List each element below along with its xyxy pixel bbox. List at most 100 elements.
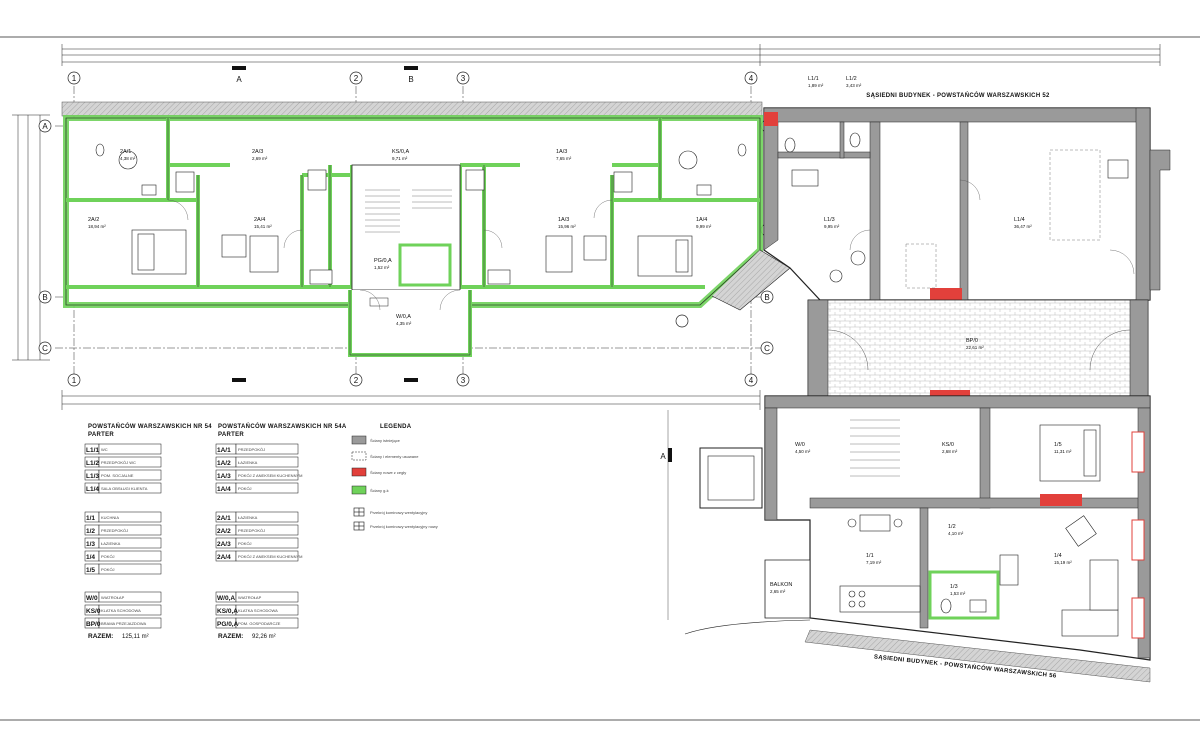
legend-swatch-new: [351, 467, 367, 477]
sched54-code: BP/0: [86, 621, 101, 628]
room-code: W/0: [795, 442, 805, 448]
neighbor-top-label: SĄSIEDNI BUDYNEK - POWSTAŃCÓW WARSZAWSKI…: [866, 91, 1050, 99]
sched54a-name: POM. GOSPODARCZE: [238, 621, 281, 626]
room-code: BALKON: [770, 582, 792, 588]
room-area: 1,89 m²: [808, 83, 824, 88]
schedule-54a-title: POWSTAŃCÓW WARSZAWSKICH NR 54A: [218, 422, 347, 430]
sched54-code: L1/1: [86, 447, 99, 454]
axis-label-4: 4: [749, 74, 754, 83]
room-code: 2A/3: [252, 149, 263, 155]
sched54-code: W/0: [86, 595, 98, 602]
room-area: 15,19 m²: [1054, 560, 1072, 565]
sched54a-code: 1A/2: [217, 460, 231, 467]
sched54-name: POKÓJ: [101, 554, 115, 559]
sched54a-name: ŁAZIENKA: [238, 515, 258, 520]
sched54a-name: ŁAZIENKA: [238, 460, 258, 465]
room-area: 4,10 m²: [948, 531, 964, 536]
room-area: 15,96 m²: [558, 224, 576, 229]
room-w0: W/04,50 m²: [795, 442, 811, 454]
sched54-code: 1/1: [86, 515, 95, 522]
room-1-5: 1/511,31 m²: [1054, 442, 1072, 454]
axis-label-c-right: C: [764, 344, 770, 353]
room-area: 1,52 m²: [374, 265, 390, 270]
legend-label: Ściany i elementy usuwane: [370, 454, 419, 459]
room-code: 1A/4: [696, 217, 707, 223]
room-bp0: BP/022,61 m²: [966, 338, 984, 350]
sched54a-code: 2A/3: [217, 541, 231, 548]
sched54-code: 1/3: [86, 541, 95, 548]
legend-label: Ściany nowe z cegły: [370, 470, 406, 475]
room-code: 1A/3: [558, 217, 569, 223]
section-markers: A B A: [232, 66, 672, 462]
sched54a-name: POKÓJ Z ANEKSEM KUCHENNYM: [238, 473, 302, 478]
sched54a-code: 2A/2: [217, 528, 231, 535]
room-code: 2A/1: [120, 149, 131, 155]
sched54-code: L1/4: [86, 486, 99, 493]
legend-swatch-removed: [351, 451, 367, 461]
room-code: PG/0,A: [374, 258, 392, 264]
room-2a1: 2A/14,38 m²: [120, 149, 136, 161]
top-dimensions: [61, 44, 1161, 66]
axis-label-4-bottom: 4: [749, 376, 754, 385]
room-code: 2A/2: [88, 217, 99, 223]
sched54-name: ŁAZIENKA: [101, 541, 121, 546]
sched54a-code: 1A/4: [217, 486, 231, 493]
room-area: 2,69 m²: [252, 156, 268, 161]
room-area: 9,95 m²: [824, 224, 840, 229]
sched54-name: KUCHNIA: [101, 515, 119, 520]
sched54-name: SALA OBSŁUGI KLIENTA: [101, 486, 148, 491]
room-area: 15,41 m²: [254, 224, 272, 229]
sched54-name: POM. SOCJALNE: [101, 473, 134, 478]
room-w0a: W/0,A4,35 m²: [396, 314, 412, 326]
axis-label-a: A: [42, 122, 48, 131]
axis-label-3: 3: [461, 74, 466, 83]
legend: LEGENDA Ściany istniejące Ściany i eleme…: [351, 424, 438, 531]
room-1-4: 1/415,19 m²: [1054, 553, 1072, 565]
room-code: 1/4: [1054, 553, 1062, 559]
axis-label-2-bottom: 2: [354, 376, 359, 385]
sched54-code: 1/4: [86, 554, 95, 561]
room-code: KS/0,A: [392, 149, 409, 155]
room-area: 9,99 m²: [696, 224, 712, 229]
room-1-2: 1/24,10 m²: [948, 524, 964, 536]
room-code: 1A/3: [556, 149, 567, 155]
sched54-name: WC: [101, 447, 108, 452]
room-area: 36,47 m²: [1014, 224, 1032, 229]
room-area: 2,68 m²: [942, 449, 958, 454]
axis-label-2: 2: [354, 74, 359, 83]
room-area: 22,61 m²: [966, 345, 984, 350]
building-54: [684, 107, 1171, 683]
room-1a4: 1A/49,99 m²: [696, 217, 712, 229]
sched54-name: WIATROŁAP: [101, 595, 125, 600]
legend-title: LEGENDA: [380, 424, 412, 430]
schedule-54-total-label: RAZEM:: [88, 633, 113, 640]
sched54a-code: 2A/4: [217, 554, 231, 561]
room-area: 7,65 m²: [556, 156, 572, 161]
room-code: BP/0: [966, 338, 978, 344]
legend-swatch-flue: [353, 507, 365, 517]
room-area: 7,19 m²: [866, 560, 882, 565]
sched54-name: POKÓJ: [101, 567, 115, 572]
axis-label-1-bottom: 1: [72, 376, 77, 385]
schedule-54-total-value: 125,11 m²: [122, 634, 149, 640]
sched54a-code: KS/0,A: [217, 608, 238, 615]
room-area: 3,43 m²: [846, 83, 862, 88]
sched54-code: 1/5: [86, 567, 95, 574]
sched54a-name: PRZEDPOKÓJ: [238, 447, 265, 452]
sched54a-code: 1A/1: [217, 447, 231, 454]
sched54a-name: POKÓJ: [238, 486, 252, 491]
room-area: 9,71 m²: [392, 156, 408, 161]
sched54a-code: PG/0,A: [217, 621, 239, 628]
legend-swatch-existing: [351, 435, 367, 445]
room-1-3: 1/31,53 m²: [950, 584, 966, 596]
room-labels: 2A/14,38 m² 2A/32,69 m² KS/0,A9,71 m² 1A…: [88, 76, 1072, 596]
schedule-54: POWSTAŃCÓW WARSZAWSKICH NR 54 PARTER L1/…: [84, 422, 212, 640]
room-1-1: 1/17,19 m²: [866, 553, 882, 565]
room-1a3: 1A/315,96 m²: [558, 217, 576, 229]
sched54a-name: POKÓJ Z ANEKSEM KUCHENNYM: [238, 554, 302, 559]
room-code: L1/4: [1014, 217, 1025, 223]
room-l12: L1/23,43 m²: [846, 76, 862, 88]
sched54a-code: W/0,A: [217, 595, 235, 602]
